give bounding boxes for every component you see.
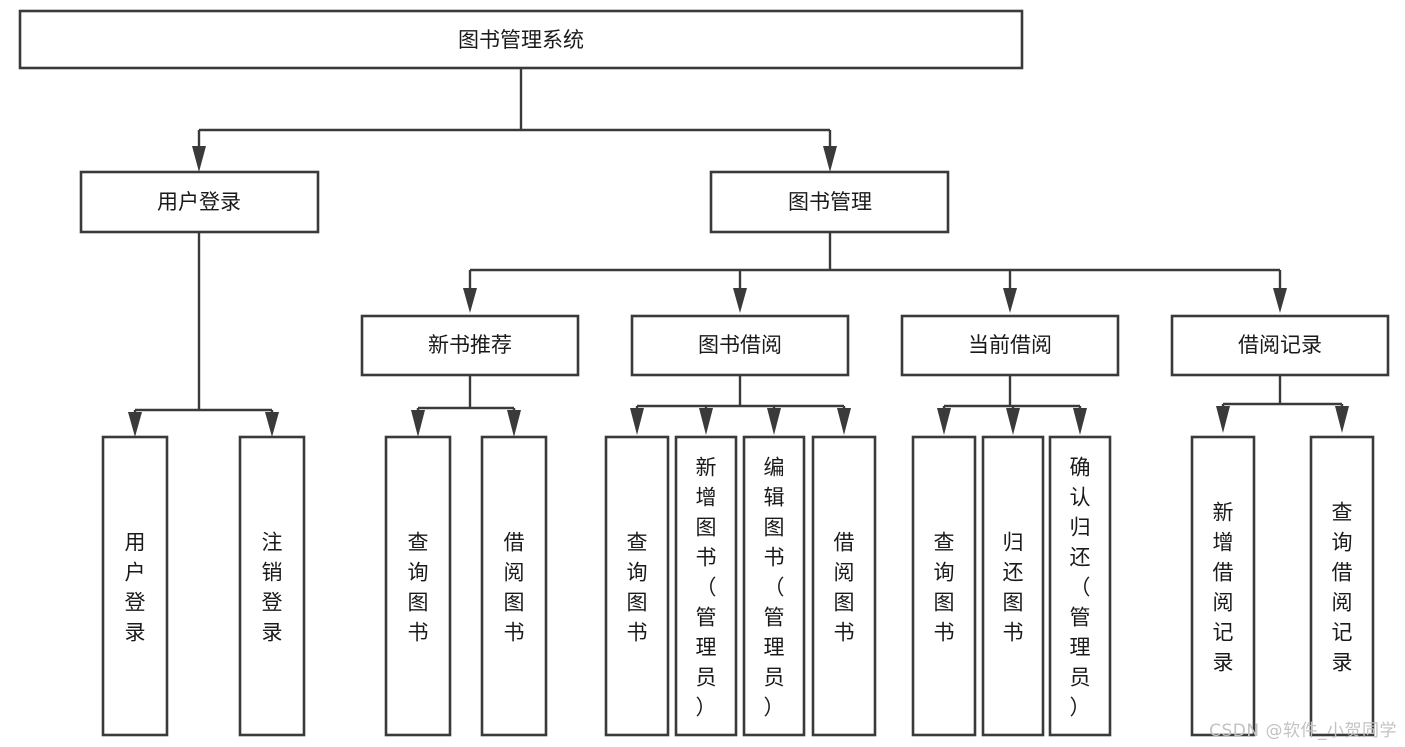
node-current-box[interactable]	[900, 314, 1120, 377]
arrowhead-leaf-6	[699, 408, 713, 435]
node-borrow[interactable]: 图书借阅	[630, 314, 850, 377]
node-bookmgmt-label: 图书管理	[788, 190, 872, 214]
node-leaf-10-box[interactable]	[981, 435, 1045, 737]
connector-group-login	[128, 232, 279, 437]
node-leaf-5-label: 查询图书	[627, 530, 648, 644]
node-leaf-5-box[interactable]	[604, 435, 670, 737]
node-leaf-9[interactable]: 查询图书	[911, 435, 977, 737]
node-borrow-label: 图书借阅	[698, 333, 782, 357]
leaf-node-group: 用户登录 注销登录 查询图书 借阅图书 查询图书 新增图书（管理员）	[101, 435, 1375, 737]
node-borrow-box[interactable]	[630, 314, 850, 377]
node-leaf-5[interactable]: 查询图书	[604, 435, 670, 737]
node-leaf-2-label: 注销登录	[262, 530, 283, 644]
node-login-label: 用户登录	[157, 190, 241, 214]
connector-group-bookmgmt	[463, 232, 1287, 313]
node-leaf-9-box[interactable]	[911, 435, 977, 737]
arrowhead-leaf-13	[1335, 406, 1349, 433]
node-leaf-1[interactable]: 用户登录	[101, 435, 169, 737]
arrowhead-leaf-11	[1073, 408, 1087, 435]
arrowhead-login	[192, 146, 206, 172]
node-leaf-4-box[interactable]	[480, 435, 548, 737]
node-leaf-1-box[interactable]	[101, 435, 169, 737]
node-current[interactable]: 当前借阅	[900, 314, 1120, 377]
csdn-watermark: CSDN @软件_小贺同学	[1209, 721, 1397, 741]
node-leaf-13-label: 查询借阅记录	[1332, 500, 1353, 674]
arrowhead-leaf-8	[837, 408, 851, 435]
arrowhead-leaf-10	[1006, 408, 1020, 435]
arrowhead-current	[1003, 288, 1017, 313]
node-leaf-11-label: 确认归还（管理员）	[1070, 455, 1091, 719]
arrowhead-leaf-2	[265, 412, 279, 437]
node-leaf-3-label: 查询图书	[408, 530, 429, 644]
node-leaf-6[interactable]: 新增图书（管理员）	[674, 435, 738, 737]
node-records-label: 借阅记录	[1238, 333, 1322, 357]
node-leaf-11-box[interactable]	[1048, 435, 1112, 737]
node-leaf-3[interactable]: 查询图书	[384, 435, 452, 737]
node-leaf-13[interactable]: 查询借阅记录	[1309, 435, 1375, 737]
node-leaf-4[interactable]: 借阅图书	[480, 435, 548, 737]
node-records[interactable]: 借阅记录	[1170, 314, 1390, 377]
node-leaf-6-box[interactable]	[674, 435, 738, 737]
node-leaf-12-label: 新增借阅记录	[1213, 500, 1234, 674]
node-leaf-2[interactable]: 注销登录	[238, 435, 306, 737]
connector-group-newbook	[411, 375, 521, 437]
node-bookmgmt-box[interactable]	[709, 170, 950, 234]
arrowhead-newbook	[463, 288, 477, 313]
node-root-label: 图书管理系统	[458, 28, 584, 52]
node-root-box[interactable]	[18, 9, 1024, 70]
node-newbook-label: 新书推荐	[428, 333, 512, 357]
node-newbook-box[interactable]	[360, 314, 580, 377]
arrowhead-records	[1273, 288, 1287, 313]
arrowhead-leaf-12	[1216, 406, 1230, 433]
node-bookmgmt[interactable]: 图书管理	[709, 170, 950, 234]
arrowhead-leaf-3	[411, 410, 425, 437]
node-leaf-10-label: 归还图书	[1003, 530, 1024, 644]
node-leaf-2-box[interactable]	[238, 435, 306, 737]
connector-group-root	[192, 68, 837, 172]
arrowhead-leaf-1	[128, 412, 142, 437]
arrowhead-borrow	[733, 288, 747, 313]
node-leaf-8-label: 借阅图书	[834, 530, 855, 644]
node-leaf-1-label: 用户登录	[125, 530, 146, 644]
node-leaf-8-box[interactable]	[811, 435, 877, 737]
node-leaf-12-box[interactable]	[1190, 435, 1256, 737]
node-root[interactable]: 图书管理系统	[18, 9, 1024, 70]
arrowhead-leaf-9	[937, 408, 951, 435]
node-newbook[interactable]: 新书推荐	[360, 314, 580, 377]
node-leaf-4-label: 借阅图书	[504, 530, 525, 644]
node-leaf-12[interactable]: 新增借阅记录	[1190, 435, 1256, 737]
node-leaf-3-box[interactable]	[384, 435, 452, 737]
node-records-box[interactable]	[1170, 314, 1390, 377]
arrowhead-leaf-7	[767, 408, 781, 435]
node-login-box[interactable]	[79, 170, 320, 234]
node-login[interactable]: 用户登录	[79, 170, 320, 234]
node-leaf-7-label: 编辑图书（管理员）	[764, 455, 785, 719]
connector-group-borrow	[630, 375, 851, 435]
node-leaf-7[interactable]: 编辑图书（管理员）	[742, 435, 806, 737]
node-leaf-8[interactable]: 借阅图书	[811, 435, 877, 737]
node-leaf-13-box[interactable]	[1309, 435, 1375, 737]
arrowhead-bookmgmt	[823, 146, 837, 172]
arrowhead-leaf-5	[630, 408, 644, 435]
arrowhead-leaf-4	[507, 410, 521, 437]
node-leaf-9-label: 查询图书	[934, 530, 955, 644]
connector-group-current	[937, 375, 1087, 435]
node-current-label: 当前借阅	[968, 333, 1052, 357]
node-leaf-11[interactable]: 确认归还（管理员）	[1048, 435, 1112, 737]
connector-group-records	[1216, 375, 1349, 433]
node-leaf-7-box[interactable]	[742, 435, 806, 737]
node-leaf-6-label: 新增图书（管理员）	[696, 455, 717, 719]
node-leaf-10[interactable]: 归还图书	[981, 435, 1045, 737]
